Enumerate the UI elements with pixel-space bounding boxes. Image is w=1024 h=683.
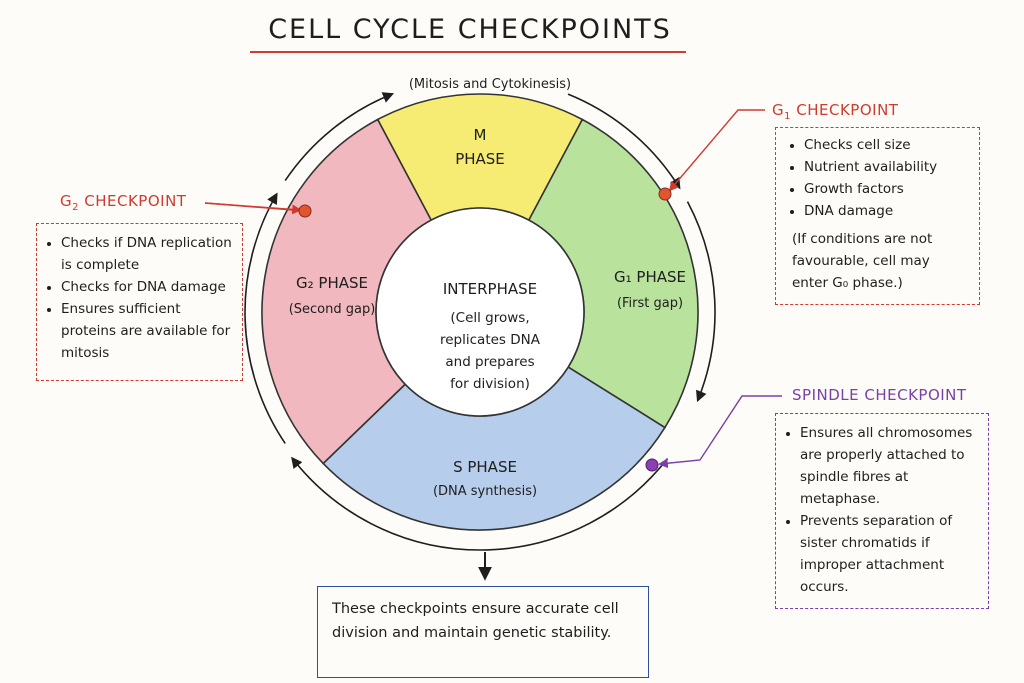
g1-note-line: favourable, cell may — [792, 253, 930, 269]
g1-item: DNA damage — [804, 200, 971, 222]
g2-item: Checks for DNA damage — [61, 276, 234, 298]
g2-phase-subtitle: (Second gap) — [288, 302, 376, 317]
spindle-connector-arrow — [658, 395, 782, 469]
summary-box: These checkpoints ensure accurate cell d… — [317, 586, 649, 678]
g1-note: (If conditions are not favourable, cell … — [792, 228, 971, 294]
g1-checkpoint-dot — [658, 187, 672, 201]
spindle-item: Ensures all chromosomes are properly att… — [800, 422, 978, 510]
g2-checkpoint-dot — [298, 204, 312, 218]
page-title: CELL CYCLE CHECKPOINTS — [268, 14, 672, 45]
g2-item: Ensures sufficient proteins are availabl… — [61, 298, 234, 364]
interphase-line: for division) — [450, 376, 530, 392]
g1-note-line: enter G₀ phase.) — [792, 275, 903, 291]
spindle-checkpoint-dot — [645, 458, 659, 472]
m-phase-label-2: PHASE — [455, 150, 505, 168]
cycle-arrow-g2-m — [284, 92, 395, 182]
cycle-arrow-g1-s — [686, 201, 716, 403]
spindle-item: Prevents separation of sister chromatids… — [800, 510, 978, 598]
spindle-checkpoint-box: Ensures all chromosomes are properly att… — [775, 413, 989, 609]
g2-checkpoint-title: G2 CHECKPOINT — [60, 192, 187, 213]
cycle-arrow-s — [291, 456, 669, 551]
interphase-description: (Cell grows, replicates DNA and prepares… — [410, 307, 570, 395]
g2-phase-label: G₂ PHASE — [296, 274, 368, 292]
g1-note-line: (If conditions are not — [792, 231, 933, 247]
g1-phase-label: G₁ PHASE — [614, 268, 686, 286]
interphase-line: (Cell grows, — [450, 310, 530, 326]
title-underline — [250, 51, 686, 53]
g1-item: Nutrient availability — [804, 156, 971, 178]
g1-connector-arrow — [668, 109, 765, 192]
s-phase-label: S PHASE — [453, 458, 517, 476]
g1-item: Growth factors — [804, 178, 971, 200]
interphase-line: and prepares — [445, 354, 535, 370]
g2-connector-arrow — [204, 202, 302, 215]
m-phase-label: M — [473, 126, 487, 144]
g1-checkpoint-title: G1 CHECKPOINT — [772, 101, 899, 122]
cycle-arrow-m-g1 — [567, 93, 681, 190]
interphase-circle — [375, 207, 585, 417]
interphase-title: INTERPHASE — [442, 280, 538, 298]
g1-checkpoint-box: Checks cell size Nutrient availability G… — [775, 127, 980, 305]
g1-item: Checks cell size — [804, 134, 971, 156]
g1-phase-subtitle: (First gap) — [616, 296, 684, 311]
s-phase-subtitle: (DNA synthesis) — [432, 484, 538, 499]
cycle-arrow-g2 — [244, 192, 286, 444]
m-phase-description: (Mitosis and Cytokinesis) — [408, 77, 572, 92]
interphase-line: replicates DNA — [440, 332, 540, 348]
spindle-checkpoint-title: SPINDLE CHECKPOINT — [792, 386, 967, 404]
g2-checkpoint-box: Checks if DNA replication is complete Ch… — [36, 223, 243, 381]
g2-item: Checks if DNA replication is complete — [61, 232, 234, 276]
cycle-arrows — [244, 92, 716, 551]
